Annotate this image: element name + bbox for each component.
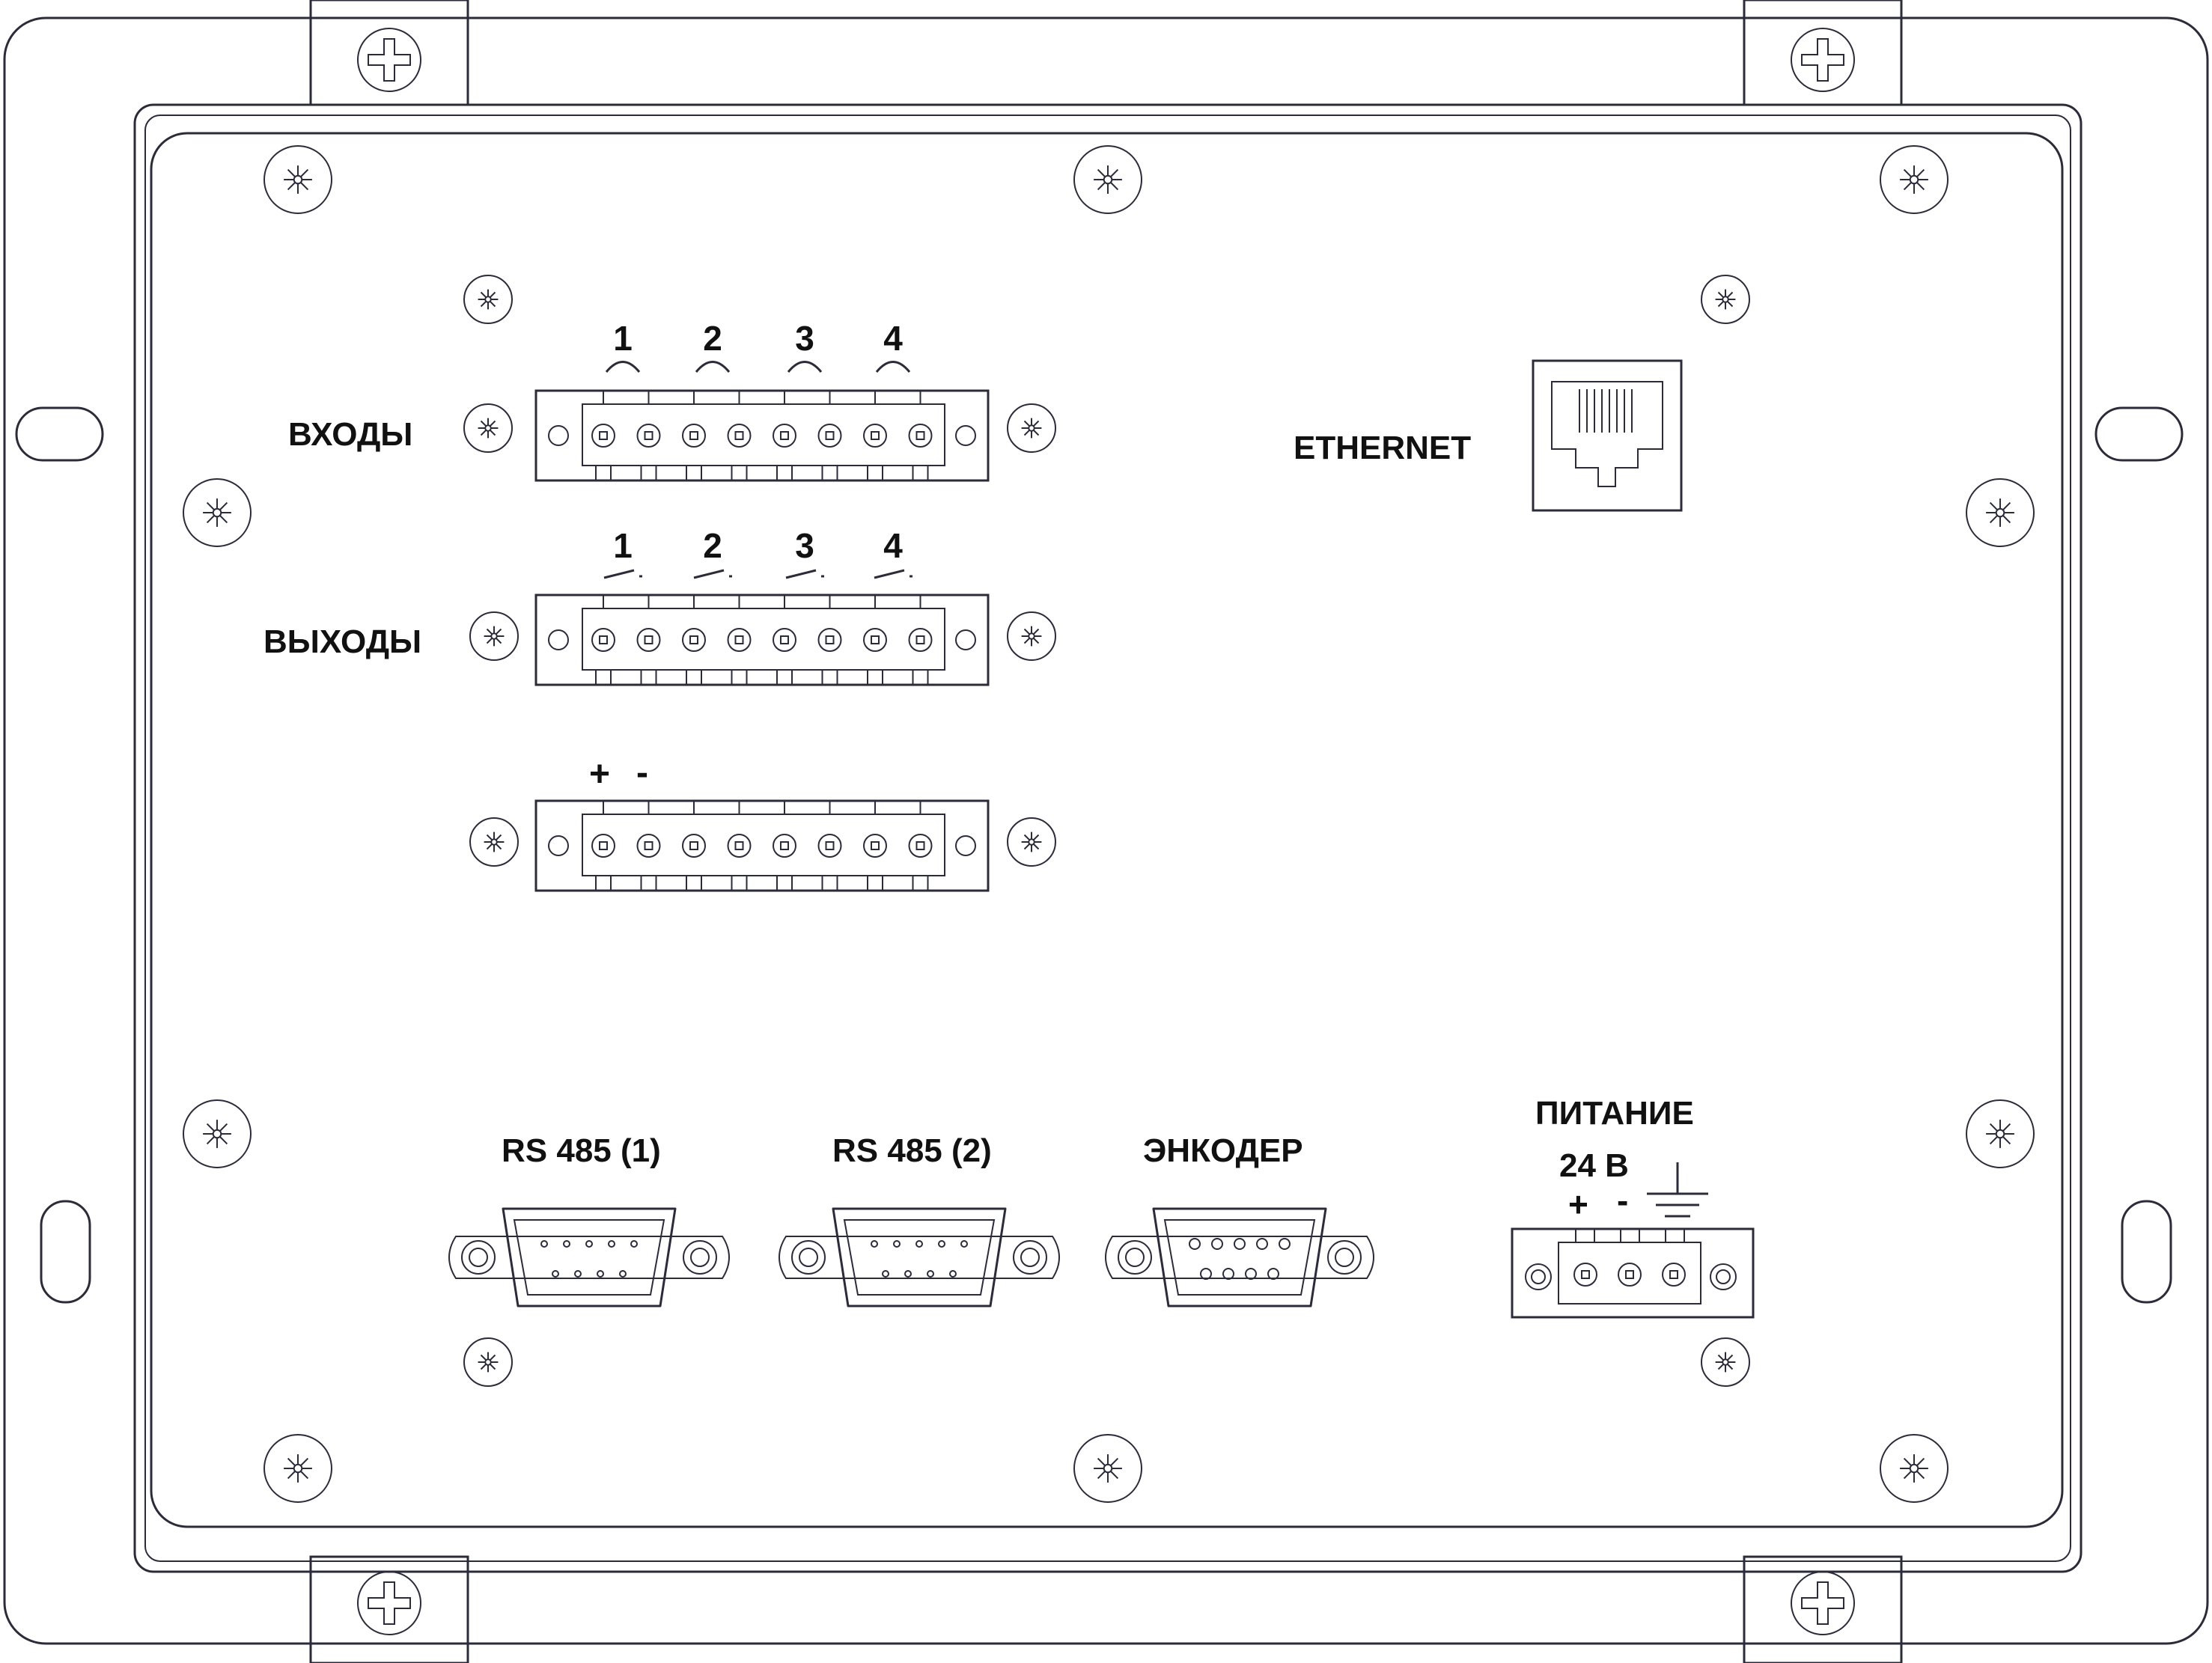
dsub-connectors — [448, 1207, 1374, 1307]
tab-screws — [357, 28, 1855, 1635]
plate-screws — [183, 145, 2035, 1503]
terminal-marks — [603, 361, 912, 579]
screw-icon — [1880, 145, 1949, 214]
tab-screw-icon — [1791, 28, 1855, 92]
screw-icon — [1701, 1337, 1750, 1387]
input-number-2: 2 — [703, 319, 722, 358]
tab-screw-icon — [357, 1571, 421, 1635]
rs485-2-label: RS 485 (2) — [832, 1132, 992, 1169]
screw-icon — [1073, 1434, 1142, 1503]
screw-icon — [1007, 817, 1056, 867]
ethernet-port[interactable] — [1532, 359, 1683, 512]
output-switch-icon — [785, 569, 824, 579]
output-number-3: 3 — [795, 526, 814, 565]
ethernet-label: ETHERNET — [1294, 430, 1471, 466]
inputs-label: ВХОДЫ — [288, 416, 412, 453]
terminal-block[interactable] — [534, 799, 990, 892]
mounting-tabs — [309, 0, 1903, 1663]
tab-screw-icon — [357, 28, 421, 92]
terminal-blocks — [534, 389, 990, 892]
front-plate — [150, 132, 2064, 1528]
screw-icon — [1007, 611, 1056, 661]
polarity-plus-label: + — [589, 754, 610, 794]
screw-icon — [263, 145, 332, 214]
housing-outer — [133, 103, 2082, 1573]
output-switch-icon — [693, 569, 732, 579]
screw-icon — [263, 1434, 332, 1503]
housing-inner — [144, 115, 2071, 1562]
power-plus-label: + — [1568, 1185, 1588, 1224]
terminal-block[interactable] — [534, 389, 990, 482]
side-slots — [15, 406, 2184, 1304]
rs485-2-port[interactable] — [779, 1207, 1060, 1307]
screw-icon — [183, 1099, 252, 1168]
screw-icon — [469, 817, 519, 867]
input-contact-icon — [875, 361, 911, 373]
screw-icon — [1880, 1434, 1949, 1503]
screw-icon — [463, 403, 513, 453]
input-contact-icon — [787, 361, 823, 373]
outputs-label: ВЫХОДЫ — [263, 623, 421, 660]
input-contact-icon — [605, 361, 641, 373]
output-number-1: 1 — [613, 526, 633, 565]
screw-icon — [1966, 478, 2035, 547]
power-label: ПИТАНИЕ — [1535, 1095, 1694, 1132]
screw-icon — [463, 1337, 513, 1387]
encoder-label: ЭНКОДЕР — [1143, 1132, 1303, 1169]
mounting-frame — [3, 16, 2209, 1645]
output-number-4: 4 — [883, 526, 903, 565]
voltage-label: 24 В — [1559, 1147, 1629, 1184]
rs485-1-label: RS 485 (1) — [502, 1132, 661, 1169]
input-number-1: 1 — [613, 319, 633, 358]
input-number-3: 3 — [795, 319, 814, 358]
ground-icon — [1647, 1162, 1708, 1218]
rs485-1-port[interactable] — [448, 1207, 730, 1307]
power-connector[interactable] — [1511, 1227, 1755, 1319]
output-number-2: 2 — [703, 526, 722, 565]
output-switch-icon — [603, 569, 642, 579]
power-minus-label: - — [1617, 1181, 1628, 1220]
input-number-4: 4 — [883, 319, 903, 358]
screw-icon — [1073, 145, 1142, 214]
input-contact-icon — [695, 361, 731, 373]
screw-icon — [469, 611, 519, 661]
screw-icon — [183, 478, 252, 547]
screw-icon — [1007, 403, 1056, 453]
encoder-port[interactable] — [1105, 1207, 1374, 1307]
output-switch-icon — [874, 569, 912, 579]
polarity-minus-label: - — [636, 753, 648, 793]
terminal-block[interactable] — [534, 594, 990, 686]
screw-icon — [1966, 1099, 2035, 1168]
tab-screw-icon — [1791, 1571, 1855, 1635]
screw-icon — [463, 275, 513, 324]
screw-icon — [1701, 275, 1750, 324]
